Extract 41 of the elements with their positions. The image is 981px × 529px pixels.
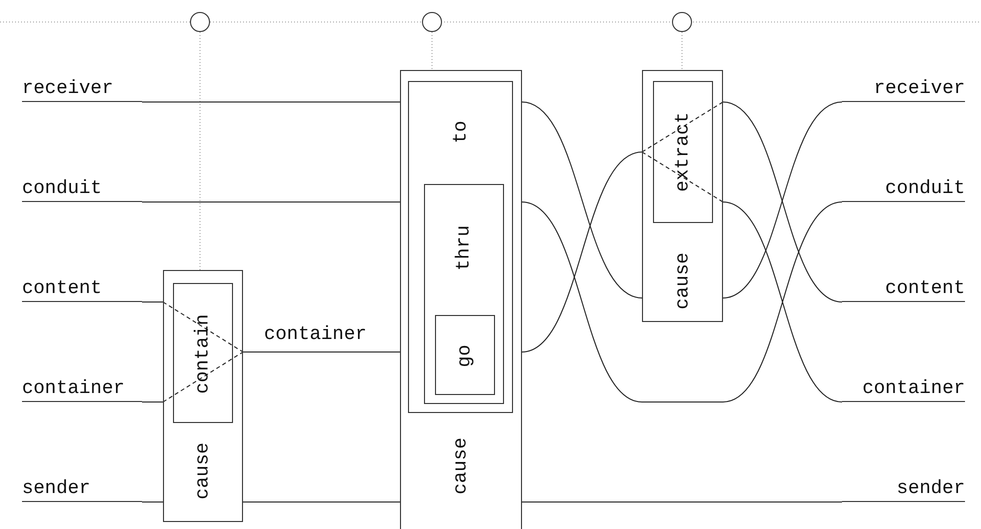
signal-line-label: [842, 76, 965, 102]
signal-line-label: [842, 476, 965, 502]
signal-line-label: [22, 176, 142, 202]
cause-box: [400, 70, 522, 529]
role-label: receiver: [874, 79, 965, 98]
signal-line-label: [22, 76, 142, 102]
contain-box: [173, 283, 233, 423]
extract-box: [653, 81, 713, 223]
circle-node: [422, 12, 442, 32]
role-label: content: [885, 279, 965, 298]
signal-line-label: [22, 376, 142, 402]
connector-line: [522, 202, 842, 402]
cause-box: [642, 70, 723, 322]
predicate-label: go: [456, 344, 474, 368]
role-label: container: [862, 379, 965, 398]
role-label: conduit: [885, 179, 965, 198]
signal-line-label: [842, 176, 965, 202]
cause-box: [163, 270, 243, 522]
role-label: receiver: [22, 79, 114, 98]
role-label: sender: [22, 479, 90, 498]
role-label: container: [22, 379, 125, 398]
signal-line-label: [22, 476, 142, 502]
role-label: content: [22, 279, 102, 298]
predicate-label: cause: [194, 442, 212, 500]
role-label: sender: [896, 479, 965, 498]
predicate-label: extract: [674, 112, 692, 192]
signal-line-label: [842, 376, 965, 402]
circle-node: [190, 12, 210, 32]
predicate-label: cause: [452, 438, 470, 494]
predicate-label: to: [451, 120, 470, 144]
to-box: [408, 81, 513, 413]
connector-line: [522, 152, 642, 352]
predicate-label: contain: [194, 314, 212, 394]
connector-line: [722, 202, 842, 402]
go-box: [435, 315, 495, 395]
circle-node: [672, 12, 692, 32]
thru-box: [424, 184, 504, 404]
predicate-label: thru: [454, 225, 474, 271]
role-label: conduit: [22, 179, 102, 198]
predicate-label: cause: [673, 252, 692, 310]
connector-line: [522, 102, 642, 298]
